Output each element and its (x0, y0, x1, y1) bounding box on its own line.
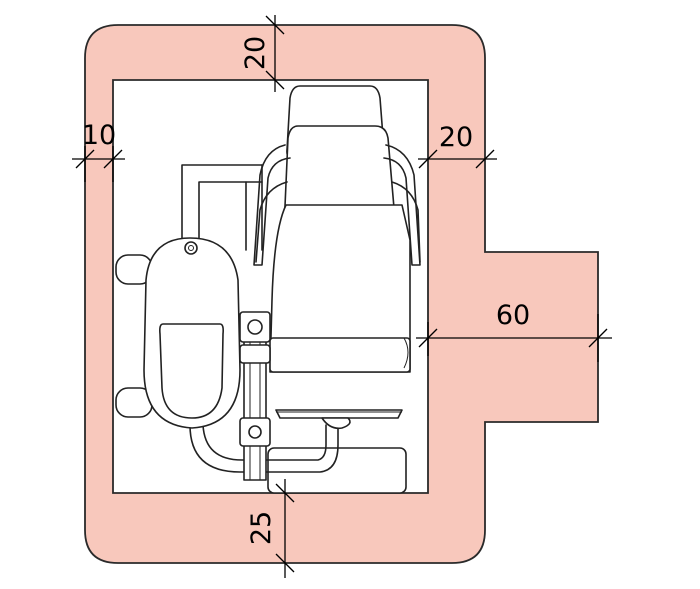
dim-bottom-label: 25 (246, 511, 277, 545)
dimension-right-upper: 20 (418, 122, 497, 169)
dim-left-label: 10 (82, 120, 116, 151)
armrest-right (383, 144, 421, 266)
dimension-top: 20 (240, 15, 285, 92)
dim-right-extension-label: 60 (496, 300, 530, 331)
dim-right-upper-label: 20 (439, 122, 473, 153)
cuspidor-bowl (159, 323, 224, 419)
dimension-bottom: 25 (246, 479, 295, 578)
armrest-left (253, 144, 291, 266)
delivery-arm (181, 164, 263, 241)
adjustment-rail (239, 311, 271, 481)
dim-top-label: 20 (240, 36, 271, 70)
dimension-left: 10 (72, 120, 125, 182)
support-pipe (189, 424, 339, 473)
dental-unit-equipment (115, 85, 421, 494)
dimension-right-extension: 60 (416, 300, 612, 362)
cuspidor-drain (184, 241, 198, 255)
instrument-tray (275, 409, 403, 430)
